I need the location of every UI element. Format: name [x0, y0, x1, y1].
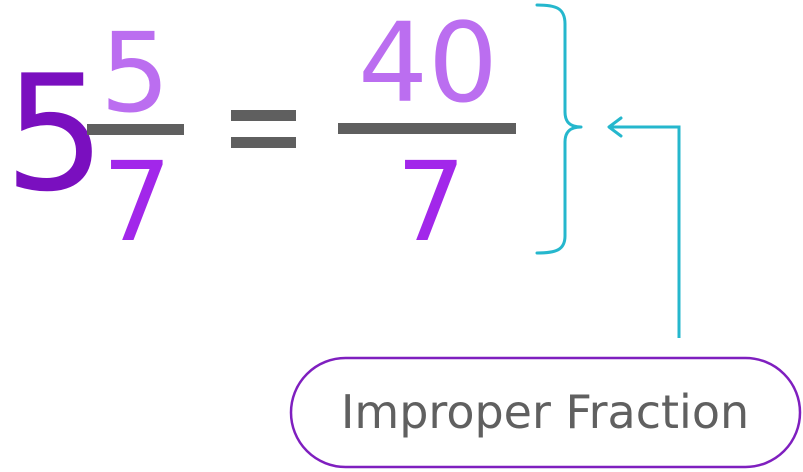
equals-sign: =	[231, 110, 296, 148]
curly-brace-bracket	[535, 3, 583, 255]
improper-fraction-label: Improper Fraction	[341, 385, 749, 439]
improper-fraction-denominator: 7	[396, 138, 466, 266]
mixed-fraction-numerator: 5	[100, 9, 170, 137]
improper-fraction-bar	[338, 123, 516, 134]
improper-fraction-numerator: 40	[358, 0, 498, 127]
equals-sign-top-bar	[231, 110, 296, 121]
arrowhead-icon	[607, 116, 623, 138]
improper-fraction-label-border	[289, 356, 802, 469]
callout-arrow	[607, 116, 681, 338]
equals-sign-bottom-bar	[231, 137, 296, 148]
mixed-fraction-bar	[87, 124, 184, 135]
mixed-fraction-denominator: 7	[102, 138, 172, 266]
callout-arrow-line	[610, 125, 681, 338]
